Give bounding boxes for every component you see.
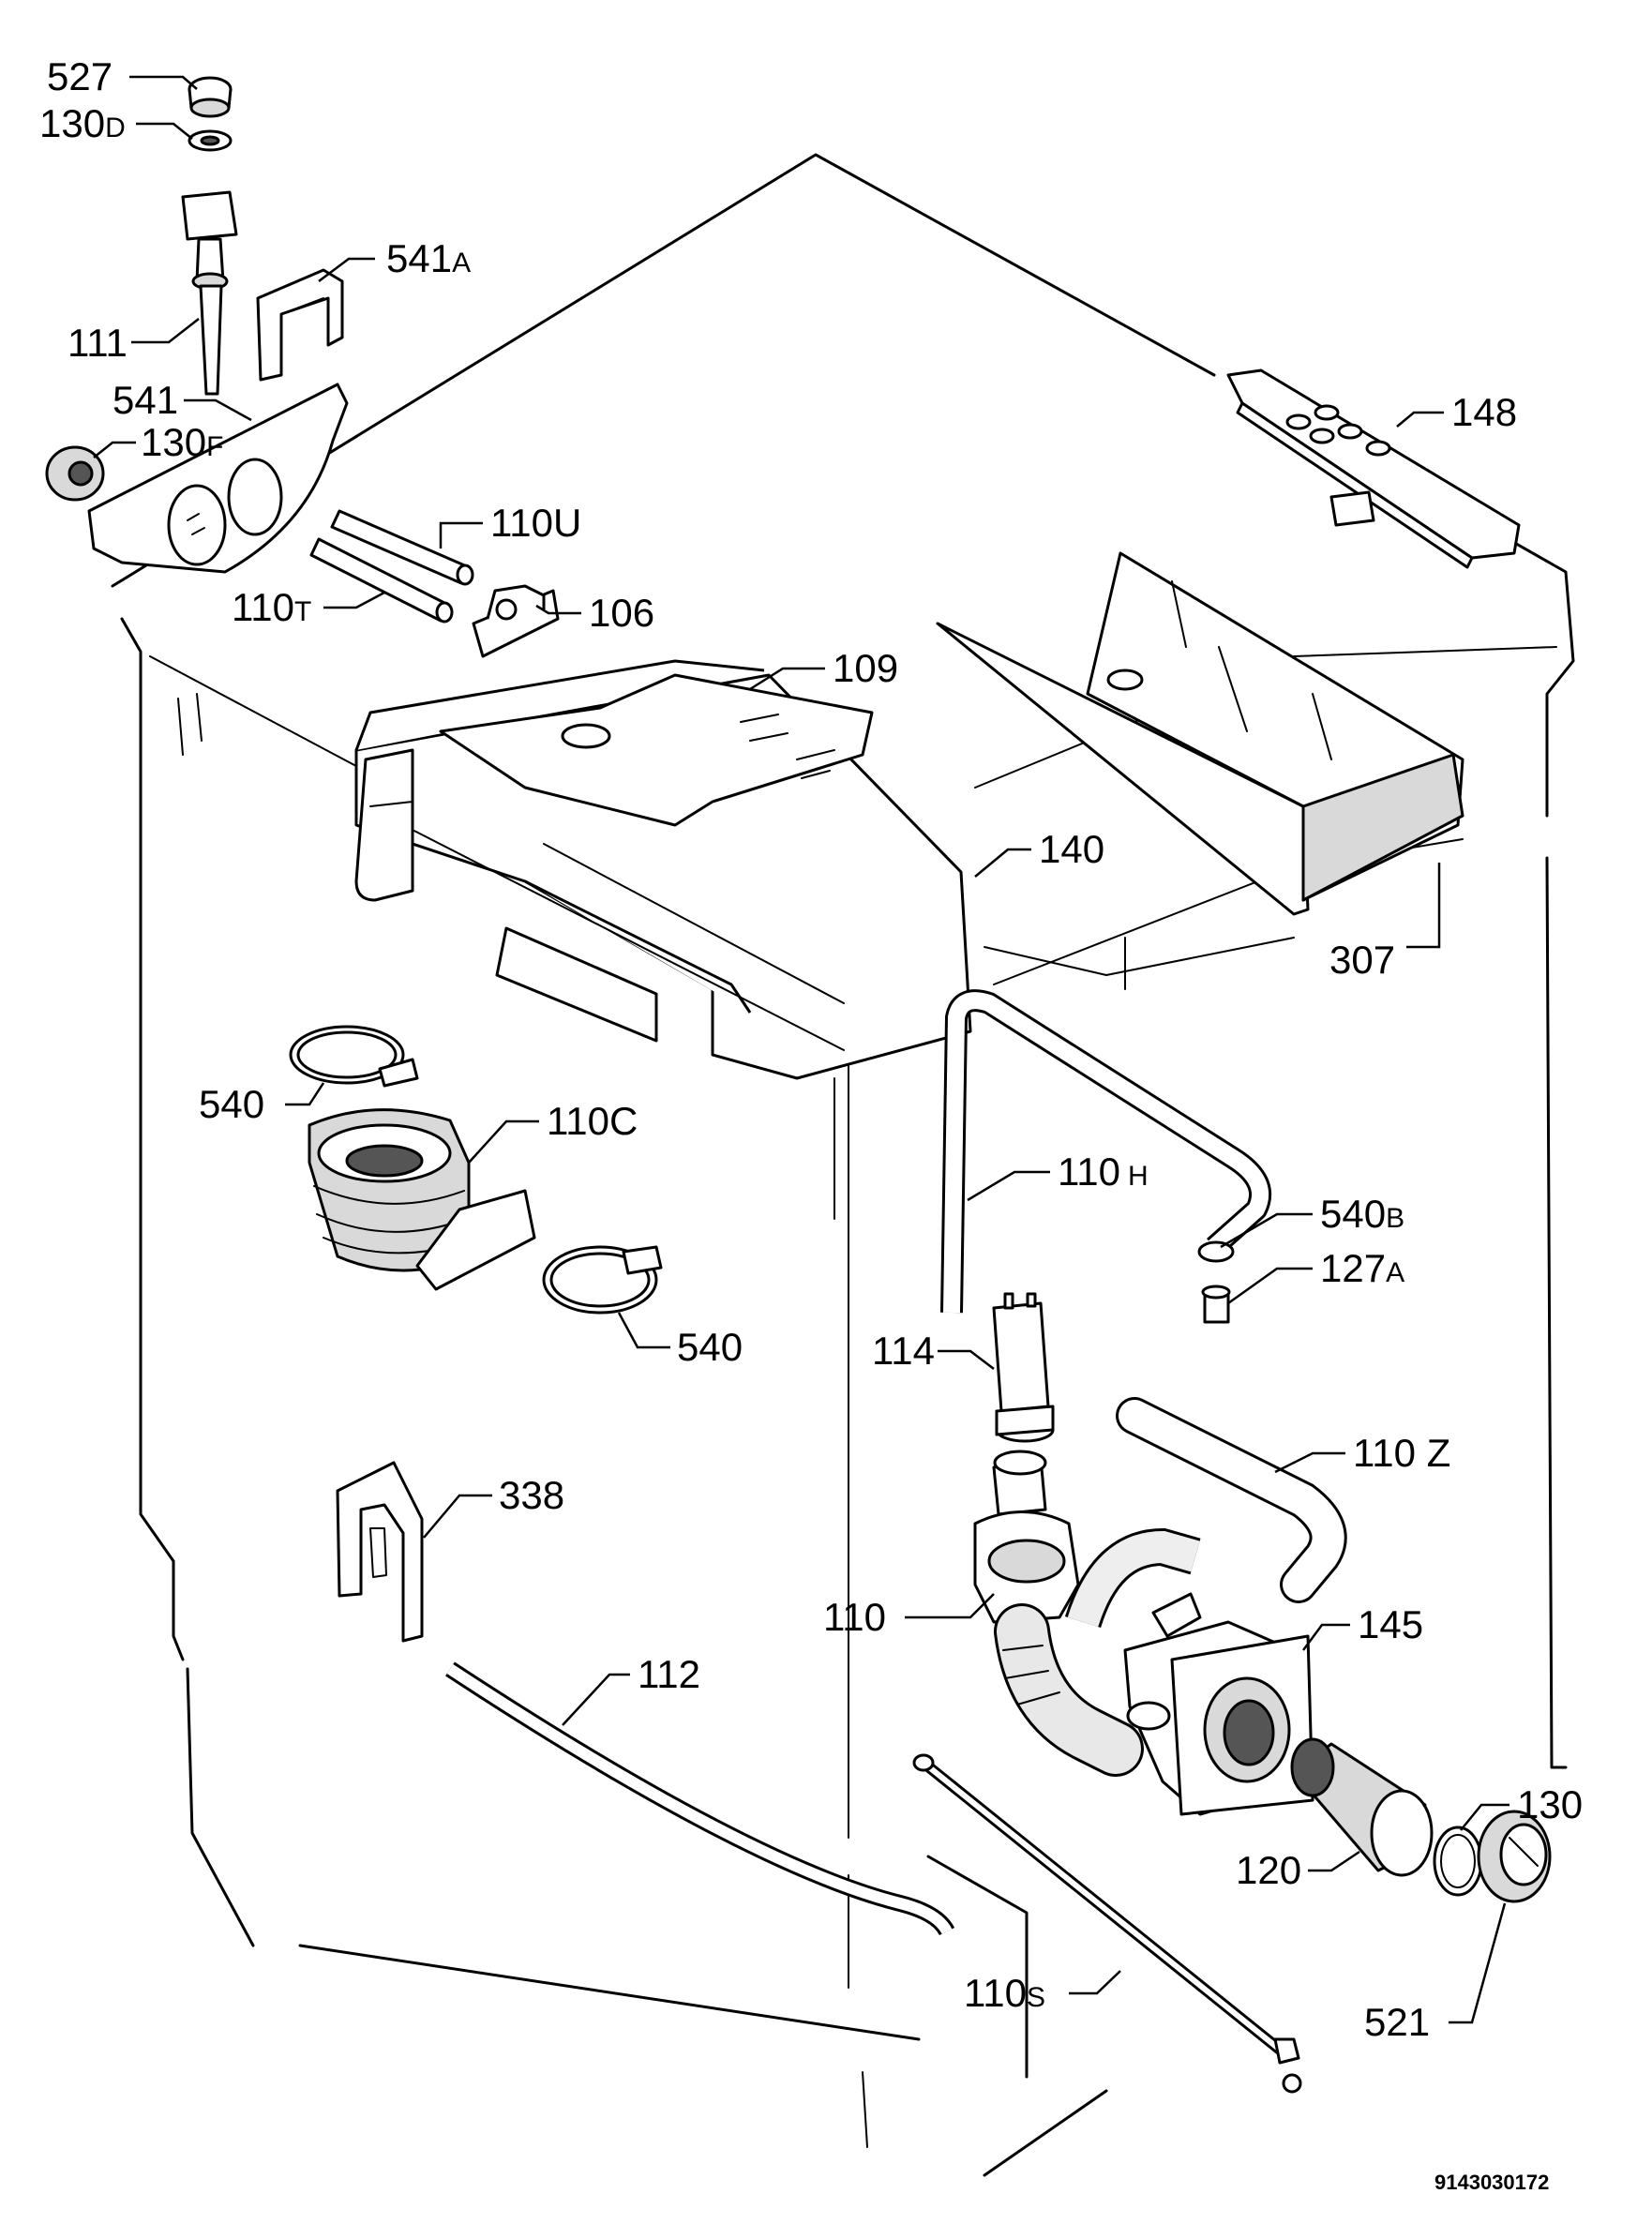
hose-holder-bracket [87, 383, 349, 574]
inlet-connector [472, 584, 560, 658]
label-111: 111 [68, 321, 128, 365]
inlet-hose-lower [309, 537, 454, 624]
level-sensor-chamber [992, 1292, 1055, 1443]
drain-hose-bend [1116, 1397, 1347, 1603]
air-vent-hose [940, 989, 1271, 1314]
label-127a: 127A [1320, 1246, 1404, 1290]
label-130d: 130D [39, 101, 126, 145]
drain-pump [1064, 1527, 1314, 1816]
label-130f: 130F [141, 420, 223, 464]
detergent-drawer-insert [1226, 368, 1521, 569]
nipple [1201, 1285, 1231, 1324]
drain-hose [445, 1661, 955, 1936]
label-541a: 541A [386, 236, 471, 280]
filter-cap [1477, 1810, 1552, 1903]
label-110c: 110C [547, 1099, 638, 1143]
label-540b: 540B [1320, 1192, 1404, 1236]
sump-hose [973, 1450, 1144, 1777]
hose-connector-nut [188, 76, 233, 118]
label-540-lower: 540 [677, 1325, 743, 1369]
small-clamp [1197, 1240, 1235, 1263]
inlet-hose-upper [330, 509, 474, 586]
washer [188, 129, 233, 152]
pressure-tube [912, 1753, 1302, 2094]
pump-filter [1290, 1737, 1434, 1877]
label-541: 541 [113, 378, 178, 422]
label-145: 145 [1358, 1602, 1423, 1646]
label-140: 140 [1039, 827, 1104, 871]
label-110u: 110U [490, 501, 581, 545]
hose-clamp-upper [289, 1025, 419, 1088]
label-114: 114 [872, 1329, 935, 1373]
hose-grommet [45, 445, 105, 502]
label-130: 130 [1517, 1782, 1583, 1826]
o-ring [1433, 1826, 1483, 1897]
label-109: 109 [833, 646, 898, 690]
detergent-drawer [936, 551, 1464, 916]
dispenser-bellows [308, 1108, 536, 1291]
label-110t: 110T [232, 585, 311, 629]
label-120: 120 [1236, 1848, 1301, 1892]
label-527: 527 [47, 54, 113, 98]
label-110s: 110S [964, 1971, 1045, 2015]
hose-clamp-lower [542, 1245, 663, 1315]
label-110: 110 [823, 1595, 886, 1639]
dispenser-cover [439, 673, 874, 827]
label-110z: 110 Z [1353, 1431, 1450, 1475]
callout-labels: 527 130D 541A 111 541 130F 110U 110T 106… [39, 54, 1583, 2194]
document-number: 9143030172 [1434, 2171, 1549, 2194]
label-148: 148 [1451, 390, 1517, 434]
hose-clip [256, 268, 344, 382]
label-307: 307 [1329, 938, 1395, 982]
label-338: 338 [499, 1473, 564, 1517]
label-521: 521 [1364, 2000, 1430, 2044]
inlet-valve-assembly [181, 190, 238, 396]
label-540-upper: 540 [199, 1082, 264, 1126]
hose-hook [336, 1461, 424, 1643]
label-106: 106 [589, 591, 654, 635]
leader-lines [93, 75, 1509, 2024]
label-112: 112 [638, 1652, 700, 1696]
